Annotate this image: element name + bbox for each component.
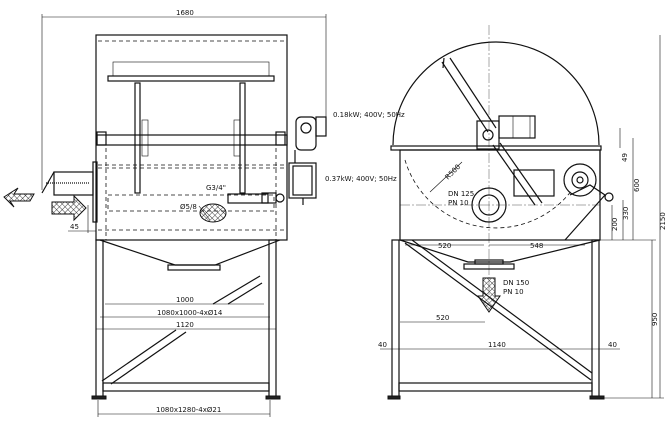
spray-pipe: G3/4" Ø5/8: [180, 184, 285, 221]
brush-rod-right: [239, 82, 246, 194]
dim-label: 330: [622, 207, 630, 220]
hopper: [399, 239, 601, 263]
dim-label: 1680: [176, 9, 194, 17]
inlet-flange: [471, 187, 507, 223]
radius-label: R500: [444, 163, 463, 182]
inlet-arrow-icon: [51, 194, 87, 222]
drain-arrow-icon: [477, 277, 501, 313]
front-dimensions: 1000 1080x1000-4xØ14 1120 1080x1280-4xØ2…: [96, 296, 276, 417]
dim-label: 548: [530, 242, 543, 250]
dim-label: 520: [438, 242, 451, 250]
dim-label: 950: [651, 313, 659, 326]
dim-label: 40: [608, 341, 617, 349]
dim-label: 1120: [176, 321, 194, 329]
brush-assembly: [441, 57, 543, 206]
dim-label: 520: [436, 314, 449, 322]
thread-label: G3/4": [206, 184, 226, 192]
shaft: [96, 134, 288, 146]
dimension-1680: 1680: [41, 9, 327, 190]
dim-label: 45: [70, 223, 79, 231]
support-frame-side: [387, 239, 605, 400]
dim-label: 1080x1280-4xØ21: [156, 406, 221, 414]
brush-bar: [107, 75, 275, 82]
dim-label: 600: [633, 179, 641, 192]
drum-drive: [513, 150, 614, 202]
dim-label: 200: [611, 218, 619, 231]
brush-rod-left: [134, 82, 141, 194]
outlet-pn-label: PN 10: [503, 288, 524, 296]
section-cut: [199, 203, 227, 223]
dim-label: 2150: [659, 212, 667, 230]
hopper: [99, 239, 281, 266]
support-frame: [91, 239, 281, 400]
outlet-dn-label: DN 150: [503, 279, 529, 287]
drum-outline: [404, 159, 573, 229]
side-view: R500 DN 125 PN 10 520 548 DN 150 PN 10: [378, 25, 667, 400]
dim-label: 1140: [488, 341, 506, 349]
front-view: 1680 0.18kW; 400V; 50Hz: [3, 9, 405, 417]
outlet-arrow-icon: [3, 187, 35, 208]
nozzle-label: Ø5/8: [180, 203, 197, 211]
inlet-pn-label: PN 10: [448, 199, 469, 207]
drum-cover: [392, 41, 600, 146]
motor-spec-label: 0.37kW; 400V; 50Hz: [325, 175, 397, 183]
inlet-dn-label: DN 125: [448, 190, 474, 198]
dim-label: 1000: [176, 296, 194, 304]
dim-label: 49: [621, 153, 629, 162]
drum-motor: 0.37kW; 400V; 50Hz: [288, 150, 397, 205]
dim-label: 1080x1000-4xØ14: [157, 309, 223, 317]
dim-label: 40: [378, 341, 387, 349]
brush-motor: 0.18kW; 400V; 50Hz: [295, 111, 405, 151]
side-dimensions: 520 40 1140 40 49 600 330 200 2150 950: [378, 35, 667, 399]
outlet-pipe: [41, 161, 98, 223]
motor-spec-label: 0.18kW; 400V; 50Hz: [333, 111, 405, 119]
